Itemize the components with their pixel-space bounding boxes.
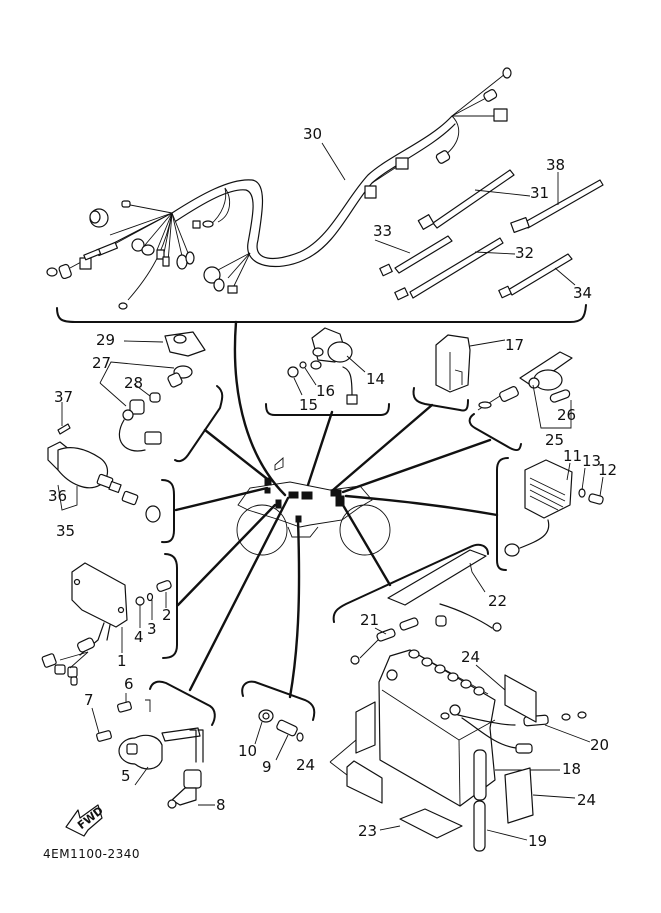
callout-11: 11 [563,447,582,465]
thermo-group-brace [174,385,224,463]
starter-relay-brace [265,403,390,416]
callout-12: 12 [598,461,617,479]
callout-24a: 24 [461,648,480,666]
neutral-switch-group[interactable]: 10 9 [238,709,304,776]
diagram-code: 4EM1100-2340 [43,847,140,861]
callout-1: 1 [117,652,127,670]
callout-26: 26 [557,406,576,424]
cdi-unit-group[interactable]: 1 4 3 2 [41,562,172,686]
callout-27: 27 [92,354,111,372]
callout-23: 23 [358,822,377,840]
rectifier-brace [496,457,509,571]
main-switch-group[interactable]: 37 36 35 [47,388,161,540]
cdi-brace [162,553,178,659]
callout-8: 8 [216,796,226,814]
callout-5: 5 [121,767,131,785]
callout-24b: 24 [296,756,315,774]
callout-21: 21 [360,611,379,629]
relay-cover-group[interactable]: 17 [435,334,524,393]
neutral-switch-brace [241,680,316,721]
callout-6: 6 [124,675,134,693]
fuse-holder-group[interactable]: 26 25 [477,351,576,449]
callout-4: 4 [134,628,144,646]
callout-3: 3 [147,620,157,638]
cable-tie-31[interactable] [417,169,531,230]
rectifier-regulator-group[interactable]: 11 13 12 [504,447,617,557]
callout-32: 32 [515,244,534,262]
wire-harness[interactable]: 30 [46,67,512,310]
callout-9: 9 [262,758,272,776]
forward-direction-indicator: FWD [65,804,106,837]
callout-14: 14 [366,370,385,388]
callout-17: 17 [505,336,524,354]
harness-group-brace [56,304,587,323]
callout-20: 20 [590,736,609,754]
cable-tie-38[interactable] [510,172,604,234]
battery-brace [332,543,489,623]
callout-37: 37 [54,388,73,406]
callout-24c: 24 [577,791,596,809]
relay-cover-brace [412,387,469,412]
callout-25: 25 [545,431,564,449]
callout-38: 38 [546,156,565,174]
hub-leader-lines [174,320,499,699]
callout-10: 10 [238,742,257,760]
cable-tie-34[interactable] [498,253,576,299]
callout-7: 7 [84,691,94,709]
callout-13: 13 [582,452,601,470]
callout-2: 2 [162,606,172,624]
callout-19: 19 [528,832,547,850]
callout-33: 33 [373,222,392,240]
battery-group[interactable]: 22 21 18 20 [296,549,609,852]
callout-15: 15 [299,396,318,414]
ignition-coil-group[interactable]: 6 7 5 8 [84,675,226,814]
callout-22: 22 [488,592,507,610]
callout-30: 30 [303,125,322,143]
fuse-holder-brace [468,413,522,452]
callout-31: 31 [530,184,549,202]
main-switch-brace [161,479,175,544]
callout-18: 18 [562,760,581,778]
callout-35: 35 [56,522,75,540]
callout-29: 29 [96,331,115,349]
cable-tie-32[interactable] [394,237,516,301]
callout-36: 36 [48,487,67,505]
cable-ties[interactable]: 31 38 33 32 34 [373,156,604,302]
callout-28: 28 [124,374,143,392]
ignition-coil-brace [149,680,216,726]
callout-16: 16 [316,382,335,400]
callout-34: 34 [573,284,592,302]
starter-relay-group[interactable]: 14 16 15 [287,327,385,414]
thermo-switch-group[interactable]: 29 27 28 [92,331,206,452]
cable-tie-33[interactable] [374,235,453,277]
